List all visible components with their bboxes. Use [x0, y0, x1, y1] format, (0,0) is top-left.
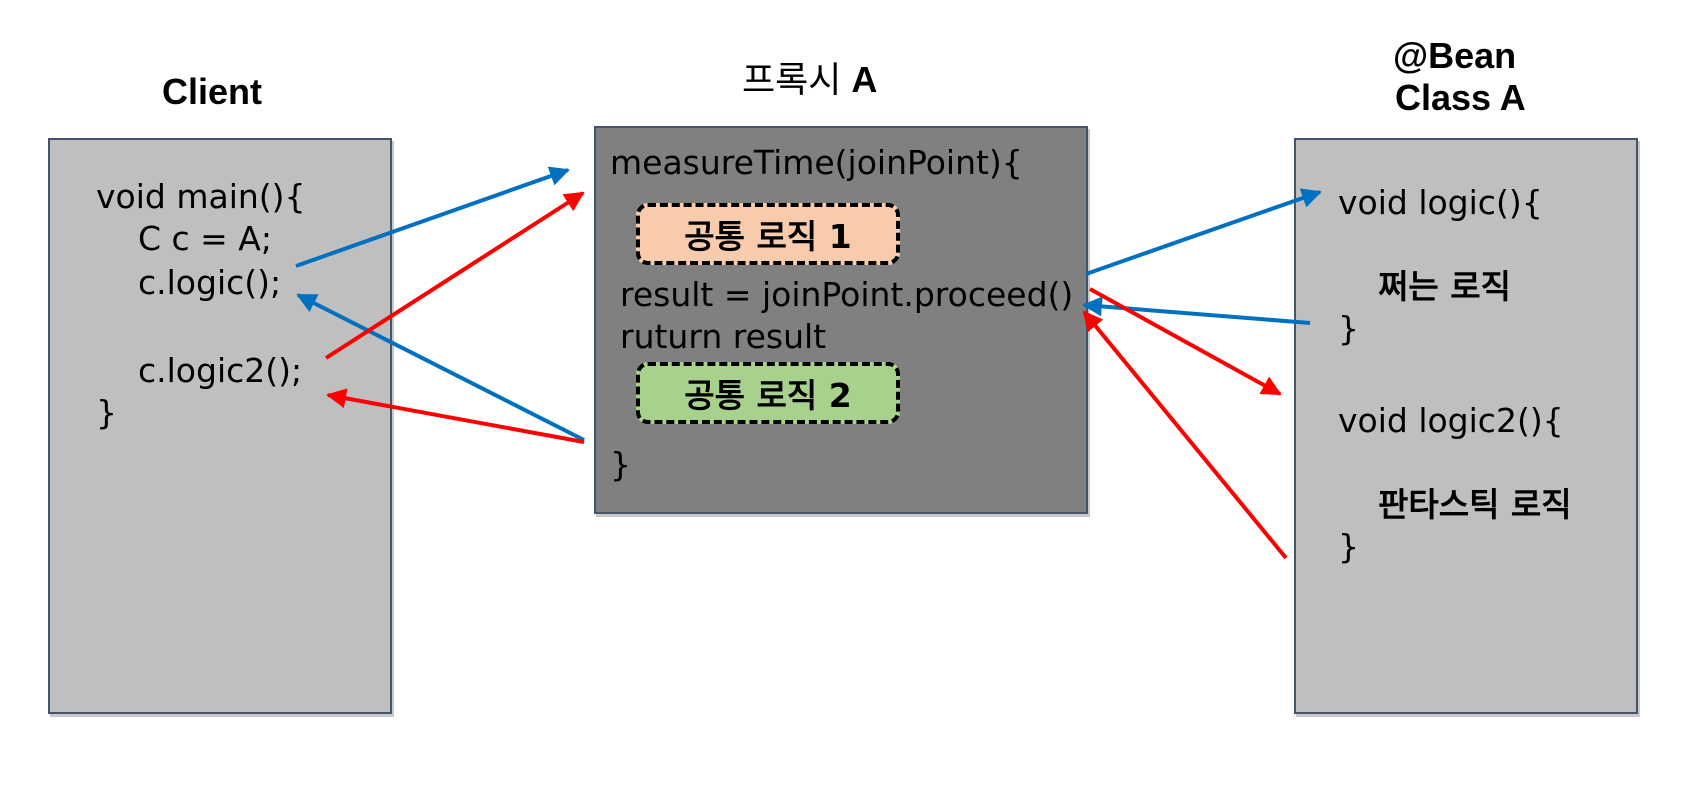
- common-logic-2-box: 공통 로직 2: [636, 362, 900, 424]
- bean-title-line1: @Bean: [1393, 35, 1517, 76]
- arrow-proxy-to-bean-logic: [1085, 188, 1322, 276]
- client-line-main: void main(){: [96, 177, 306, 216]
- proxy-panel: [594, 126, 1088, 514]
- client-line-close: }: [96, 393, 117, 432]
- proxy-line-method: measureTime(joinPoint){: [610, 143, 1023, 182]
- client-title: Client: [162, 71, 263, 112]
- client-line-assign: C c = A;: [138, 219, 272, 258]
- bean-line-logic: void logic(){: [1338, 183, 1543, 222]
- proxy-title: 프록시 A: [742, 58, 877, 102]
- bean-line-logic2-body: 판타스틱 로직: [1378, 485, 1572, 524]
- proxy-title-korean: 프록시: [742, 60, 842, 101]
- proxy-line-proceed: result = joinPoint.proceed(): [620, 275, 1074, 314]
- proxy-line-return: ruturn result: [620, 317, 827, 356]
- bean-line-logic2-close: }: [1338, 527, 1359, 566]
- bean-line-logic-close: }: [1338, 309, 1359, 348]
- bean-line-logic-body: 쩌는 로직: [1378, 267, 1511, 306]
- client-line-logic2-call: c.logic2();: [138, 351, 303, 390]
- arrow-bean-return-logic: [1082, 296, 1311, 325]
- arrow-bean-return-logic2: [1082, 310, 1288, 560]
- bean-panel: [1294, 138, 1638, 714]
- bean-title-line2: Class A: [1395, 77, 1526, 118]
- common-logic-1-box: 공통 로직 1: [636, 203, 900, 265]
- client-line-logic-call: c.logic();: [138, 263, 282, 302]
- proxy-title-letter: A: [851, 59, 878, 100]
- proxy-line-close: }: [610, 445, 631, 484]
- bean-line-logic2: void logic2(){: [1338, 401, 1564, 440]
- arrow-proxy-to-bean-logic2: [1089, 287, 1282, 396]
